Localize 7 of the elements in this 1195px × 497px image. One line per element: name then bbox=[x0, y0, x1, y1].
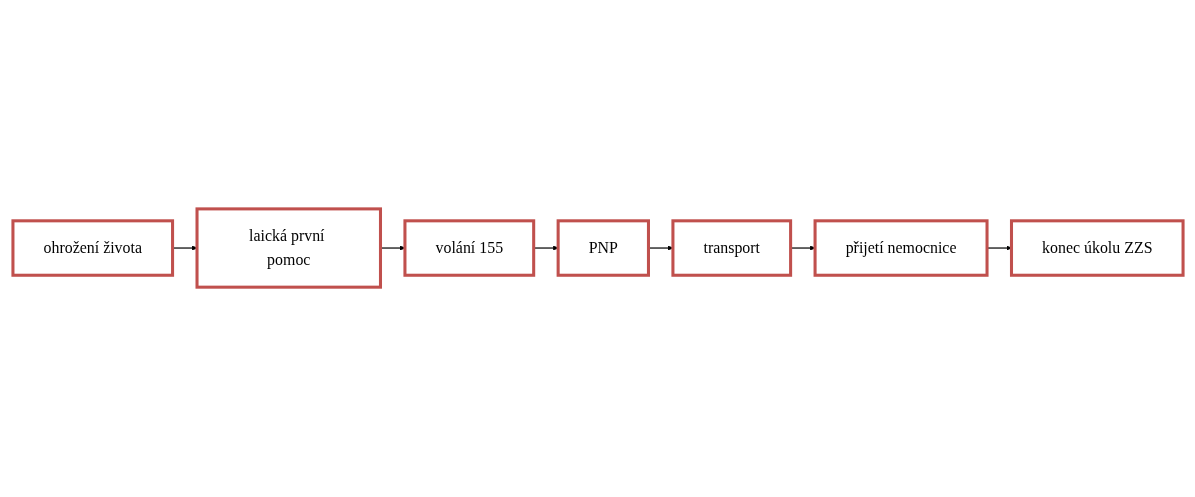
node-box: volání 155 bbox=[402, 219, 535, 278]
node-box: PNP bbox=[556, 219, 650, 278]
node-box: přijetí nemocnice bbox=[813, 219, 989, 278]
node-box: transport bbox=[670, 219, 792, 278]
node-box: ohrožení života bbox=[10, 219, 174, 278]
node-box: konec úkolu ZZS bbox=[1009, 219, 1185, 278]
node-box: laická první pomoc bbox=[195, 207, 382, 290]
